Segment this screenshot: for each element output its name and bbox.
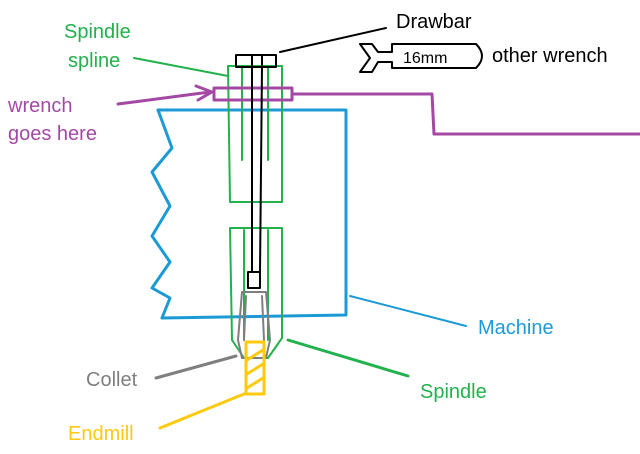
- machine-label: Machine: [478, 317, 554, 339]
- wrench-goes-here-label-line1: wrench: [7, 95, 72, 117]
- machine-zigzag-edge: [150, 108, 174, 320]
- endmill-label: Endmill: [68, 423, 134, 445]
- spindle-spline-leader: [133, 57, 229, 77]
- spindle-label: Spindle: [420, 381, 487, 403]
- endmill-leader: [158, 392, 246, 430]
- spindle-spline-upper: [227, 65, 283, 203]
- drawbar-leader: [279, 27, 387, 53]
- collet-label: Collet: [86, 369, 138, 391]
- drawbar: [235, 54, 277, 289]
- drawbar-rod-right: [259, 66, 263, 273]
- collet: [237, 291, 271, 359]
- other-wrench-label: other wrench: [492, 45, 608, 67]
- spindle-spline-label-line1: Spindle: [64, 21, 131, 43]
- wrench-goes-here-arrow: [116, 84, 214, 106]
- machine-leader: [349, 295, 467, 327]
- collet-leader: [154, 354, 238, 380]
- wrench-goes-here-label-line2: goes here: [8, 123, 97, 145]
- wrench-size-label: 16mm: [403, 50, 447, 67]
- spindle-spline-label-line2: spline: [68, 50, 120, 72]
- drawbar-head: [235, 54, 277, 68]
- wrench-plate-line: [290, 92, 640, 136]
- spindle-leader: [286, 338, 410, 378]
- endmill: [244, 340, 266, 396]
- drawbar-label: Drawbar: [396, 11, 472, 33]
- drawbar-thread-end: [247, 271, 261, 289]
- wrench-icon: [359, 43, 483, 73]
